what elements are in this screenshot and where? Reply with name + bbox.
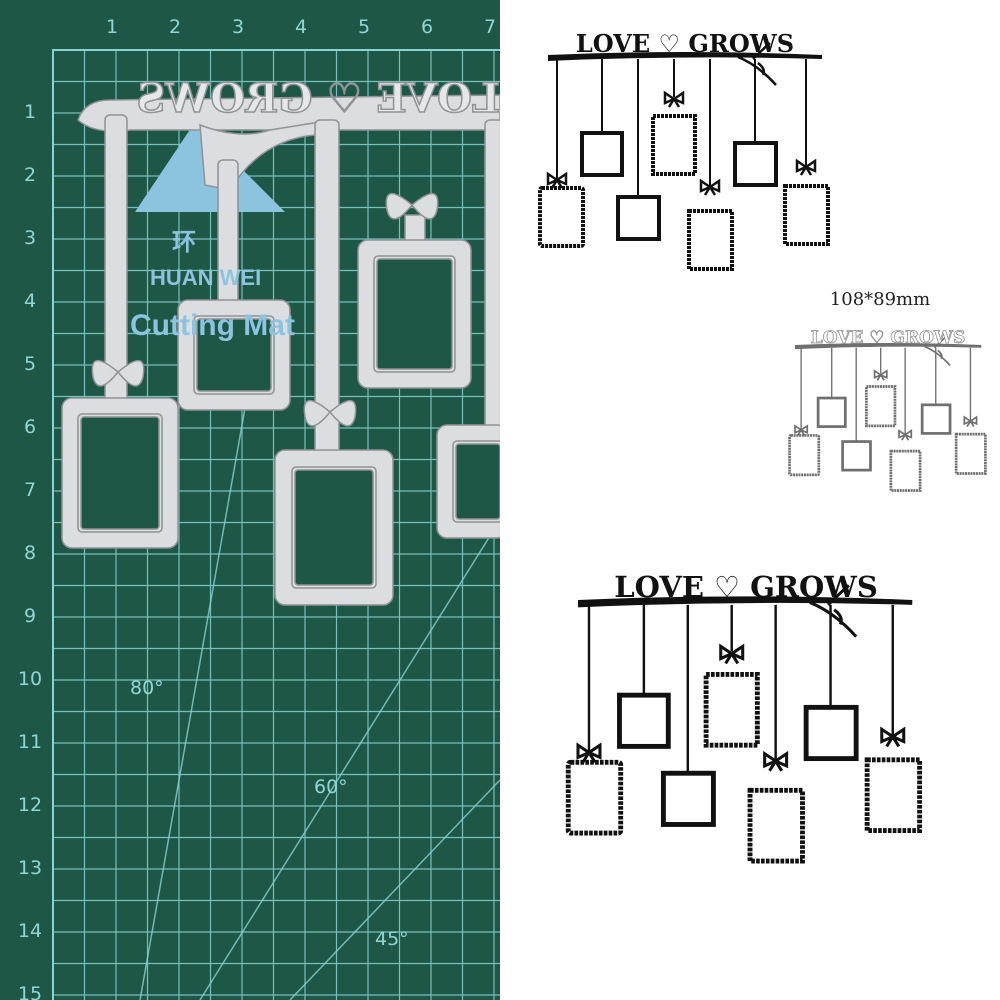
mat-brand: HUAN WEI [150,265,261,290]
size-label: 108*89mm [830,289,930,310]
ruler-left-number: 5 [24,353,36,375]
svg-text:LOVE ♡ GROWS: LOVE ♡ GROWS [136,75,500,122]
ruler-top-number: 2 [169,16,181,38]
mat-caption: Cutting Mat [130,309,295,342]
ruler-left-number: 2 [24,164,36,186]
ruler-top-number: 4 [295,16,307,38]
angle-label-45: 45° [375,928,409,950]
ruler-top-number: 1 [106,16,118,38]
bottom-illustration: LOVE ♡ GROWS [568,570,919,861]
die-bows [91,193,439,427]
ruler-left-number: 11 [18,731,42,753]
ruler-left-number: 10 [18,668,42,690]
ruler-left-number: 7 [24,479,36,501]
small-die-photo: LOVE ♡ GROWS [788,328,987,492]
ruler-top-number: 7 [484,16,496,38]
ruler-left-number: 8 [24,542,36,564]
ruler-left-number: 1 [24,101,36,123]
ruler-left-number: 14 [18,920,42,942]
bottom-illustration-title: LOVE ♡ GROWS [614,570,878,604]
mat-logo: 环 HUAN WEI Cutting Mat [130,229,295,342]
ruler-left-number: 13 [18,857,42,879]
ruler-top-number: 6 [421,16,433,38]
die-mirrored-lettering: LOVE ♡ GROWS [136,74,501,123]
ruler-top-number: 5 [358,16,370,38]
ruler-left-number: 15 [18,983,42,1000]
small-die-title: LOVE ♡ GROWS [811,328,966,348]
ruler-left-number: 9 [24,605,36,627]
ruler-top-number: 3 [232,16,244,38]
top-illustration: LOVE ♡ GROWS [538,29,830,271]
angle-lines [139,379,501,1000]
top-illustration-title: LOVE ♡ GROWS [576,29,794,58]
ruler-left-number: 4 [24,290,36,312]
ruler-top: 1 2 3 4 5 6 7 [106,16,496,38]
ruler-left-number: 3 [24,227,36,249]
mat-logo-char: 环 [172,229,196,256]
metal-die [61,94,508,606]
ruler-left-number: 12 [18,794,42,816]
ruler-left-number: 6 [24,416,36,438]
angle-label-60: 60° [314,776,348,798]
angle-label-80: 80° [130,677,164,699]
